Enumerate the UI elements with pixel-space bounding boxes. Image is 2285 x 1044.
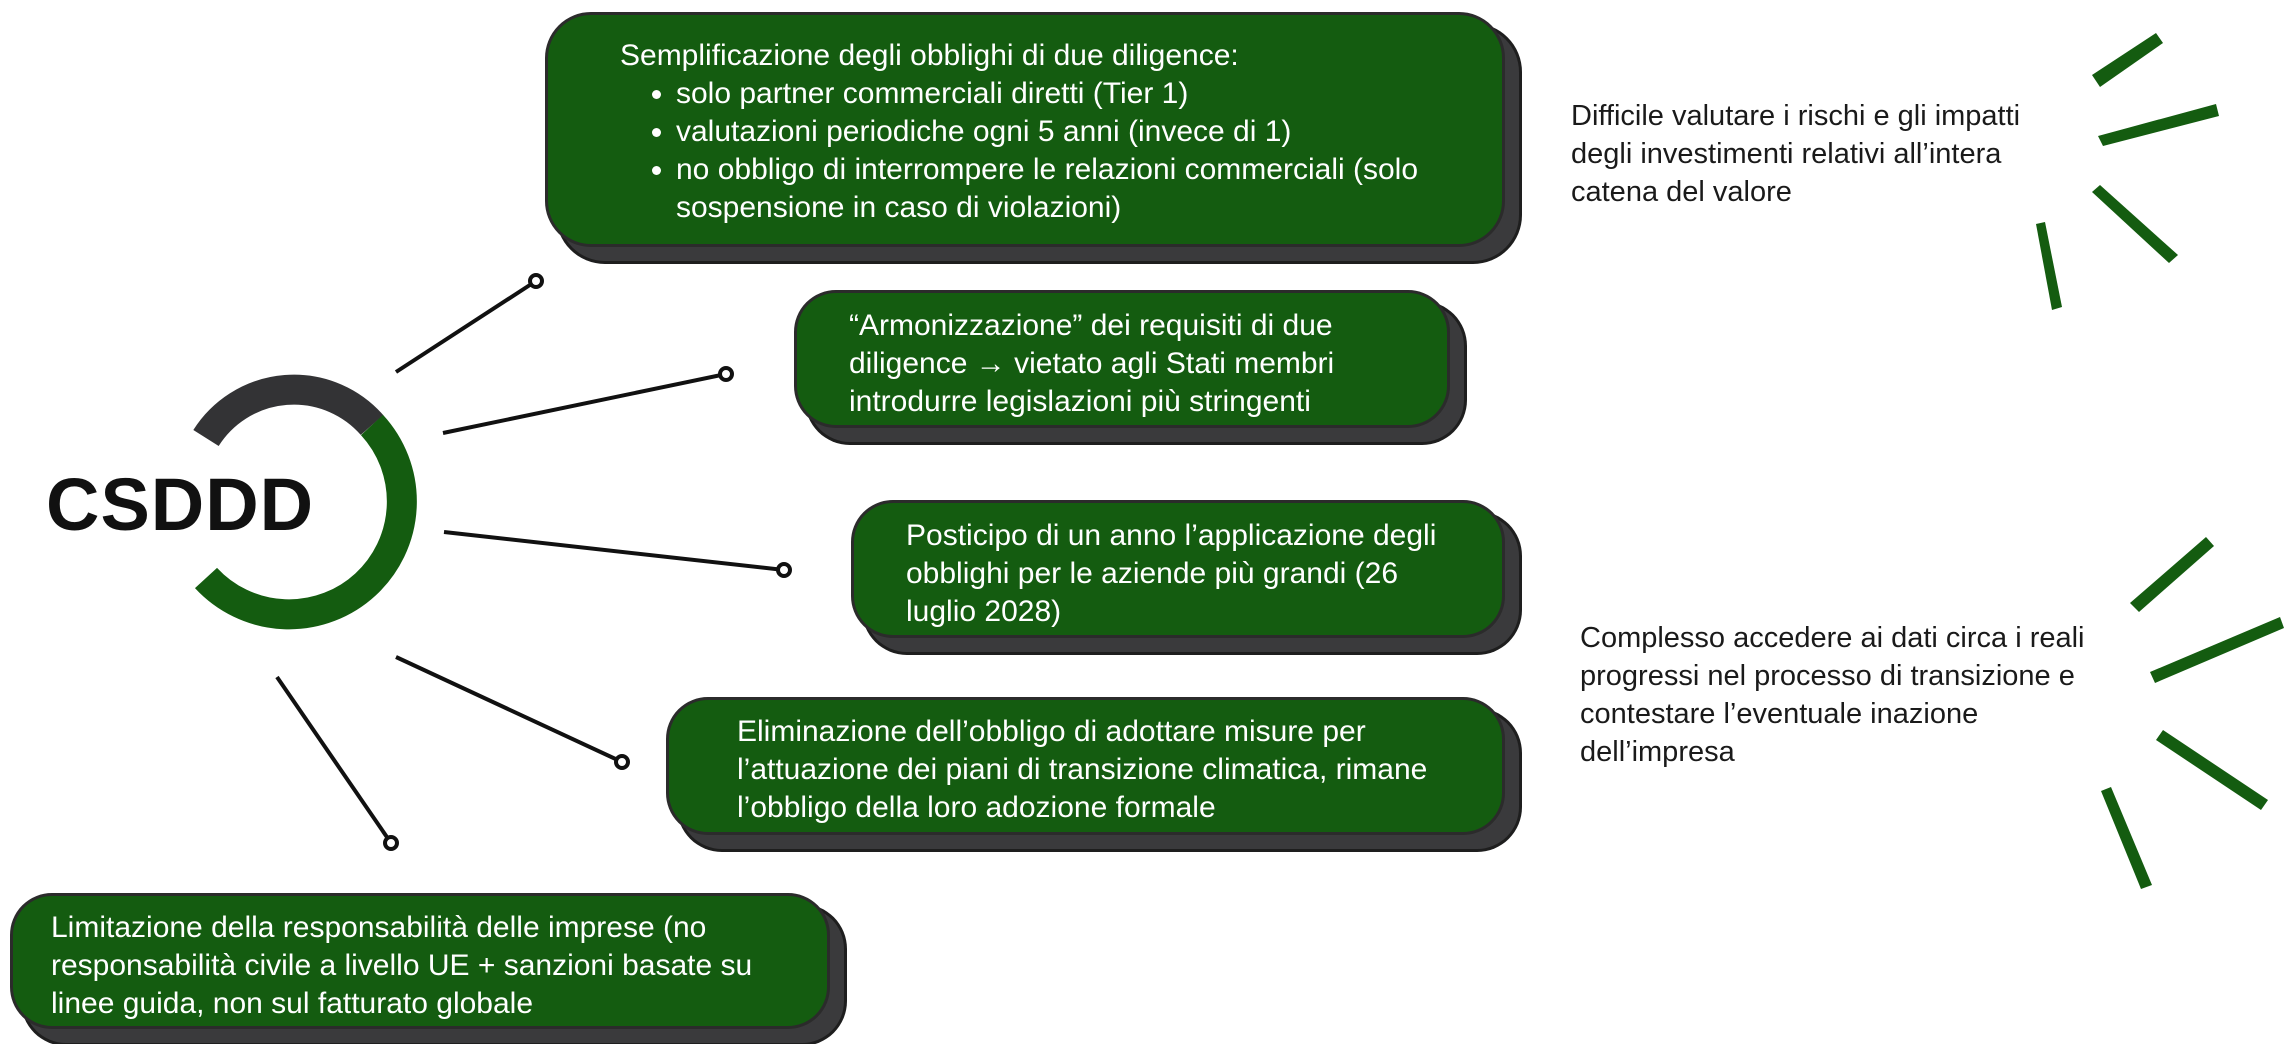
card-text: Limitazione della responsabilità delle i… — [51, 911, 753, 1020]
connector-dot-3 — [776, 562, 792, 578]
note-text: Difficile valutare i rischi e gli impatt… — [1571, 100, 2021, 208]
connector-line-5 — [275, 675, 393, 845]
connector-line-3 — [443, 530, 785, 572]
connector-line-1 — [394, 279, 538, 374]
card-liability-limitation: Limitazione della responsabilità delle i… — [10, 893, 830, 1029]
ring-dark-arc — [193, 374, 384, 447]
connector-line-2 — [442, 372, 727, 435]
connector-dot-5 — [383, 835, 399, 851]
note-text: Complesso accedere ai dati circa i reali… — [1580, 622, 2085, 768]
card-bullet: solo partner commerciali diretti (Tier 1… — [676, 75, 1482, 113]
card-postponement: Posticipo di un anno l’applicazione degl… — [851, 500, 1505, 638]
accent-stroke — [2156, 730, 2268, 810]
accent-stroke — [2130, 537, 2214, 612]
card-harmonization: “Armonizzazione” dei requisiti di due di… — [794, 290, 1450, 428]
card-due-diligence-simplification: Semplificazione degli obblighi di due di… — [545, 12, 1505, 247]
accent-stroke — [2101, 787, 2152, 889]
accent-stroke — [2092, 185, 2178, 263]
note-transition-data: Complesso accedere ai dati circa i reali… — [1580, 619, 2120, 771]
accent-stroke — [2150, 617, 2284, 683]
accent-stroke — [2092, 33, 2163, 87]
note-value-chain-risk: Difficile valutare i rischi e gli impatt… — [1571, 97, 2061, 211]
connector-dot-4 — [614, 754, 630, 770]
card-text: “Armonizzazione” dei requisiti di due di… — [849, 309, 1335, 418]
connector-dot-1 — [528, 273, 544, 289]
center-title: CSDDD — [46, 463, 315, 546]
connector-dot-2 — [718, 366, 734, 382]
card-heading: Semplificazione degli obblighi di due di… — [620, 39, 1239, 72]
accent-stroke — [2098, 104, 2219, 146]
ring-green-arc — [194, 414, 417, 630]
card-bullet-list: solo partner commerciali diretti (Tier 1… — [620, 75, 1482, 227]
card-text: Eliminazione dell’obbligo di adottare mi… — [737, 715, 1428, 824]
connector-line-4 — [395, 655, 623, 764]
card-transition-plans: Eliminazione dell’obbligo di adottare mi… — [666, 697, 1505, 835]
accent-stroke — [2036, 222, 2062, 310]
card-bullet: valutazioni periodiche ogni 5 anni (inve… — [676, 113, 1482, 151]
card-bullet: no obbligo di interrompere le relazioni … — [676, 151, 1482, 227]
card-text: Posticipo di un anno l’applicazione degl… — [906, 519, 1437, 628]
